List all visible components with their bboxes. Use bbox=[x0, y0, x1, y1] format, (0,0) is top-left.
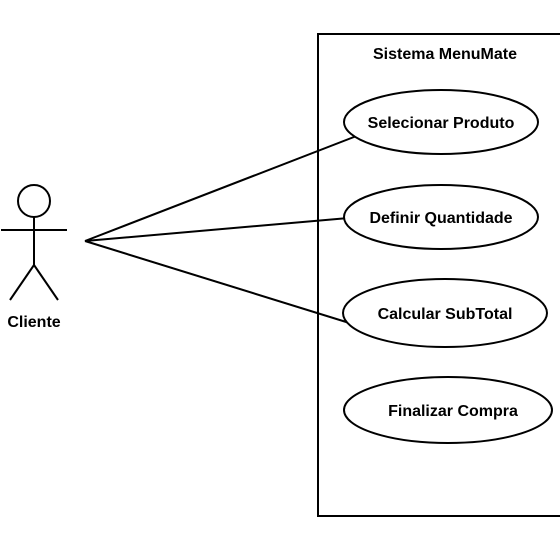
system-boundary bbox=[317, 33, 560, 517]
use-case-label: Finalizar Compra bbox=[388, 403, 518, 420]
use-case-definir-quantidade: Definir Quantidade bbox=[343, 184, 539, 250]
use-case-finalizar-compra: Finalizar Compra bbox=[343, 376, 553, 444]
use-case-ellipse bbox=[342, 278, 548, 348]
actor-label: Cliente bbox=[7, 314, 60, 331]
use-case-ellipse bbox=[343, 89, 539, 155]
association-definir-quantidade bbox=[84, 216, 361, 242]
actor-right-leg bbox=[33, 264, 59, 301]
use-case-label: Selecionar Produto bbox=[368, 115, 515, 132]
association-selecionar-produto bbox=[84, 129, 373, 242]
use-case-calcular-subtotal: Calcular SubTotal bbox=[342, 278, 548, 348]
use-case-label: Calcular SubTotal bbox=[378, 306, 513, 323]
actor-head bbox=[17, 184, 51, 218]
use-case-ellipse bbox=[343, 376, 553, 444]
use-case-label: Definir Quantidade bbox=[369, 210, 512, 227]
actor-cliente: Cliente bbox=[1, 184, 67, 331]
association-calcular-subtotal bbox=[84, 240, 373, 331]
system-title: Sistema MenuMate bbox=[373, 46, 517, 63]
use-case-selecionar-produto: Selecionar Produto bbox=[343, 89, 539, 155]
actor-left-leg bbox=[9, 264, 35, 301]
use-case-ellipse bbox=[343, 184, 539, 250]
